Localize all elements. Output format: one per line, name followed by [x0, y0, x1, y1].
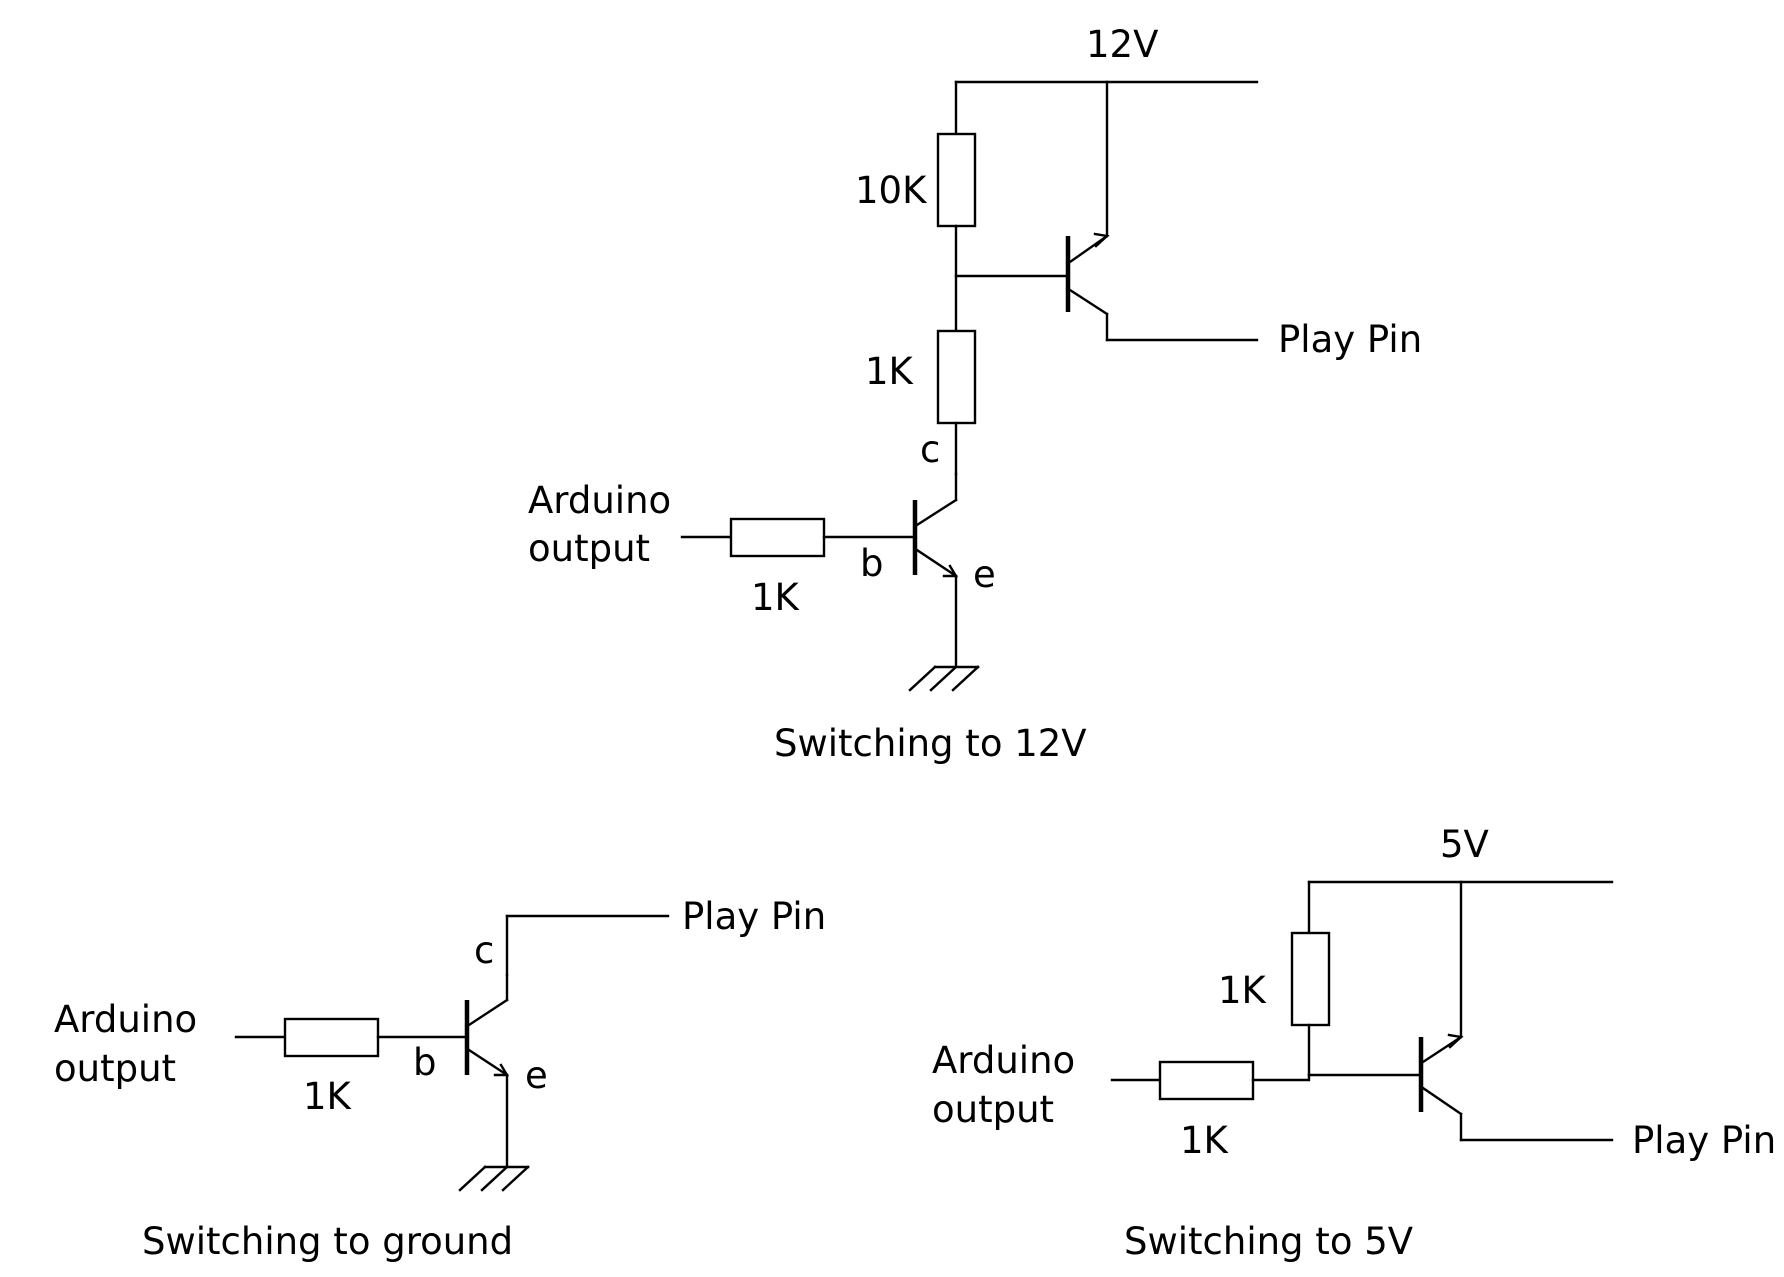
pnp-collector-lead [1068, 288, 1109, 316]
supply-label-12v: 12V [1086, 23, 1158, 66]
input-label-line2: output [54, 1047, 176, 1090]
input-label-line1: Arduino [54, 998, 197, 1041]
npn-collector-lead [467, 998, 509, 1027]
npn-transistor [464, 973, 510, 1167]
ground-icon [908, 665, 980, 692]
caption-switching-to-ground: Switching to ground [142, 1220, 513, 1263]
resistor-1k-input [283, 1017, 380, 1058]
circuit-switching-to-12v: 12V 10K 1K c Play Pin Arduino output 1K [528, 23, 1422, 765]
output-label-play-pin: Play Pin [682, 895, 826, 938]
pnp-emitter-arrow [1447, 1033, 1464, 1049]
ground-hatch [480, 1165, 509, 1192]
pnp-transistor [1418, 880, 1614, 1142]
ground-hatch [501, 1165, 530, 1192]
output-label-play-pin: Play Pin [1632, 1119, 1776, 1162]
resistor-1k-input [1158, 1060, 1255, 1101]
emitter-label: e [525, 1054, 548, 1097]
circuit-switching-to-5v: 5V 1K Arduino output 1K Play Pin Switchi… [932, 823, 1776, 1263]
npn-emitter-lead [467, 1048, 509, 1077]
wire [1251, 1073, 1311, 1082]
resistor-1k-input-label: 1K [751, 576, 801, 619]
resistor-1k-input-label: 1K [303, 1075, 353, 1118]
ground-hatch [908, 665, 937, 692]
resistor-10k-label: 10K [855, 169, 928, 212]
input-label-line2: output [528, 527, 650, 570]
pnp-emitter-arrow [1093, 232, 1110, 248]
input-label-line1: Arduino [932, 1039, 1075, 1082]
ground-hatch [458, 1165, 487, 1192]
output-label-play-pin: Play Pin [1278, 318, 1422, 361]
input-label-line1: Arduino [528, 479, 671, 522]
npn-transistor [912, 472, 959, 667]
input-label-line2: output [932, 1088, 1054, 1131]
npn-emitter-lead [915, 548, 958, 578]
resistor-10k [936, 132, 977, 228]
emitter-label: e [973, 553, 996, 596]
resistor-1k-mid-label: 1K [865, 350, 915, 393]
circuit-switching-to-ground: Play Pin c Arduino output 1K b e Switchi… [54, 895, 826, 1263]
supply-label-5v: 5V [1440, 823, 1489, 866]
resistor-1k-input-label: 1K [1180, 1119, 1230, 1162]
resistor-1k-pullup [1290, 931, 1331, 1027]
resistor-1k-input [729, 517, 826, 558]
ground-hatch [929, 665, 958, 692]
caption-switching-to-12v: Switching to 12V [774, 722, 1087, 765]
npn-collector-lead [915, 498, 958, 527]
base-label: b [860, 542, 884, 585]
collector-label: c [920, 428, 940, 471]
pnp-collector-lead [1421, 1086, 1463, 1116]
ground-icon [458, 1165, 530, 1192]
collector-label: c [474, 929, 494, 972]
resistor-1k-pullup-label: 1K [1218, 969, 1268, 1012]
resistor-1k-mid [936, 329, 977, 425]
ground-hatch [951, 665, 980, 692]
pnp-transistor [1065, 80, 1259, 342]
caption-switching-to-5v: Switching to 5V [1124, 1220, 1413, 1263]
base-label: b [413, 1041, 437, 1084]
